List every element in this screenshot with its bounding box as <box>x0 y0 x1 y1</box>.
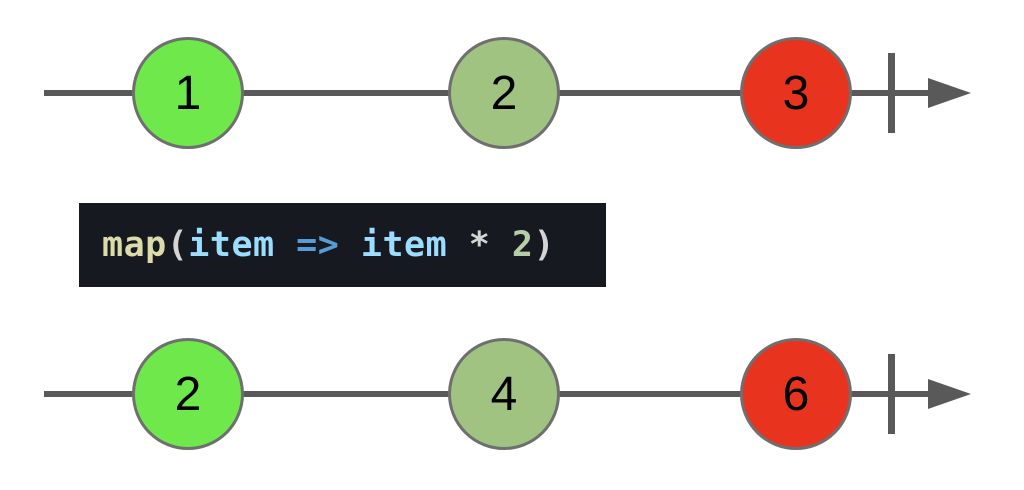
input-complete-tick <box>888 53 895 133</box>
output-event-circle-3: 6 <box>740 338 852 450</box>
code-token-close-paren: ) <box>533 225 556 265</box>
input-event-value-2: 2 <box>490 66 518 120</box>
output-event-value-2: 4 <box>490 367 518 421</box>
code-token-open-paren: ( <box>166 225 189 265</box>
code-token-number: 2 <box>511 225 534 265</box>
code-token-item-param: item <box>188 225 297 265</box>
output-complete-tick <box>888 354 895 434</box>
input-event-value-1: 1 <box>174 66 202 120</box>
input-event-circle-3: 3 <box>740 37 852 149</box>
input-event-circle-1: 1 <box>132 37 244 149</box>
input-event-value-3: 3 <box>782 66 810 120</box>
input-timeline: 1 2 3 <box>0 28 1024 158</box>
code-token-multiply: * <box>468 225 512 265</box>
output-arrowhead-icon <box>928 379 971 409</box>
output-event-value-3: 6 <box>782 367 810 421</box>
output-event-value-1: 2 <box>174 367 202 421</box>
output-timeline: 2 4 6 <box>0 329 1024 459</box>
output-event-circle-1: 2 <box>132 338 244 450</box>
input-arrowhead-icon <box>928 78 971 108</box>
output-event-circle-2: 4 <box>448 338 560 450</box>
operator-code-block: map ( item => item * 2 ) <box>79 203 606 287</box>
input-event-circle-2: 2 <box>448 37 560 149</box>
code-token-item-body: item <box>360 225 469 265</box>
code-token-arrow: => <box>296 225 361 265</box>
code-token-map: map <box>102 225 167 265</box>
